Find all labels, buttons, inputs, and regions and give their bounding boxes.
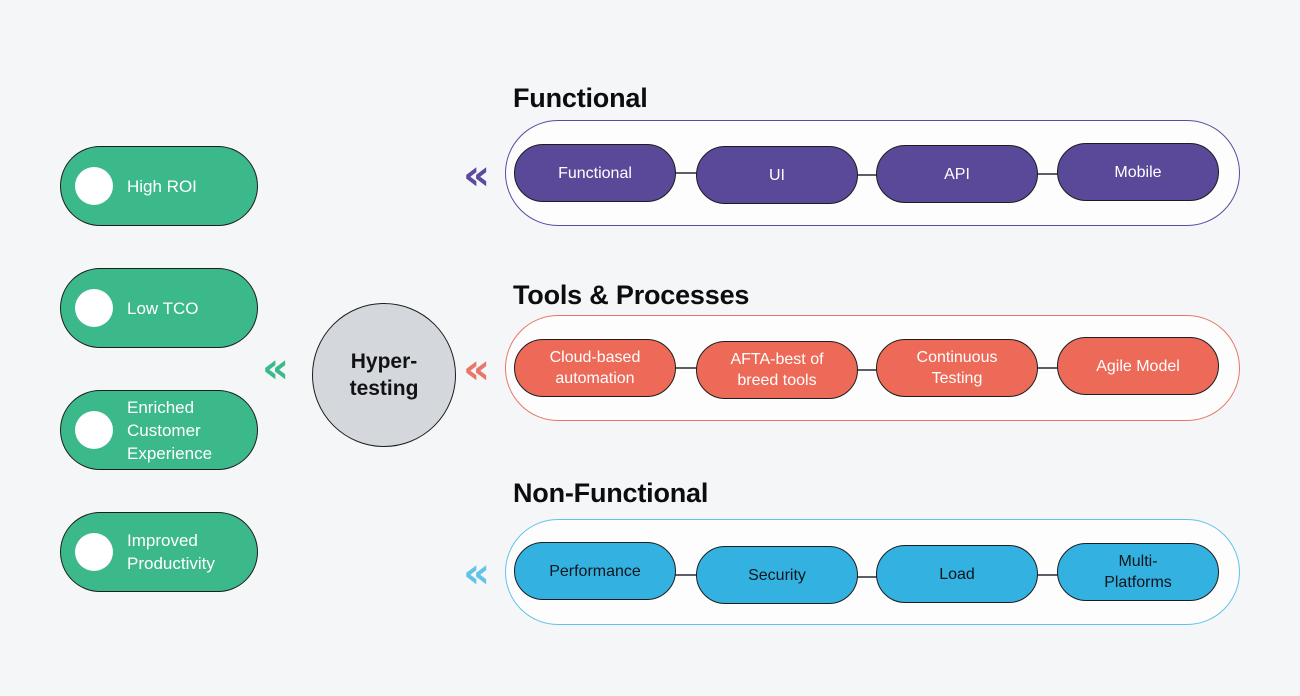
connector <box>672 172 710 174</box>
connector <box>1032 574 1070 576</box>
node-tools-0[interactable]: Cloud-based automation <box>514 339 676 397</box>
hub-label: Hyper- testing <box>349 350 419 400</box>
benefit-bullet-icon <box>75 411 113 449</box>
node-tools-2[interactable]: Continuous Testing <box>876 339 1038 397</box>
node-non-functional-0[interactable]: Performance <box>514 542 676 600</box>
node-non-functional-1[interactable]: Security <box>696 546 858 604</box>
connector <box>672 367 710 369</box>
node-functional-3[interactable]: Mobile <box>1057 143 1219 201</box>
chevron-group-tools-icon: « <box>463 344 491 393</box>
connector <box>1032 173 1070 175</box>
benefit-bullet-icon <box>75 533 113 571</box>
node-functional-2[interactable]: API <box>876 145 1038 203</box>
node-label: Load <box>939 565 975 583</box>
chevron-group-non-functional-icon: « <box>463 548 491 597</box>
connector <box>852 369 890 371</box>
node-functional-1[interactable]: UI <box>696 146 858 204</box>
benefit-pill-2[interactable]: Enriched Customer Experience <box>60 390 258 470</box>
node-label: Functional <box>558 164 632 182</box>
node-non-functional-2[interactable]: Load <box>876 545 1038 603</box>
benefit-label: Improved Productivity <box>127 531 215 573</box>
benefit-bullet-icon <box>75 167 113 205</box>
benefit-label: High ROI <box>127 176 197 196</box>
chevron-to-benefits-icon: « <box>262 343 290 392</box>
connector <box>672 574 710 576</box>
hub-circle[interactable]: Hyper- testing <box>312 303 456 447</box>
benefit-pill-3[interactable]: Improved Productivity <box>60 512 258 592</box>
group-title-non-functional: Non-Functional <box>513 478 709 508</box>
node-non-functional-3[interactable]: Multi- Platforms <box>1057 543 1219 601</box>
connector <box>852 174 890 176</box>
benefit-pill-1[interactable]: Low TCO <box>60 268 258 348</box>
node-tools-3[interactable]: Agile Model <box>1057 337 1219 395</box>
connector <box>852 576 890 578</box>
node-label: UI <box>769 166 785 184</box>
node-label: Performance <box>549 562 641 580</box>
group-title-functional: Functional <box>513 83 648 113</box>
node-label: Security <box>748 566 806 584</box>
node-label: Mobile <box>1114 163 1162 181</box>
connector <box>1032 367 1070 369</box>
node-label: Multi- Platforms <box>1104 553 1172 591</box>
group-title-tools: Tools & Processes <box>513 280 750 310</box>
node-label: AFTA-best of breed tools <box>730 351 824 389</box>
node-tools-1[interactable]: AFTA-best of breed tools <box>696 341 858 399</box>
chevron-group-functional-icon: « <box>463 150 491 199</box>
node-label: Agile Model <box>1096 357 1180 375</box>
benefit-bullet-icon <box>75 289 113 327</box>
node-label: API <box>944 165 970 183</box>
node-label: Continuous Testing <box>916 349 998 387</box>
node-functional-0[interactable]: Functional <box>514 144 676 202</box>
node-label: Cloud-based automation <box>549 349 641 387</box>
benefit-pill-0[interactable]: High ROI <box>60 146 258 226</box>
benefit-label: Enriched Customer Experience <box>127 397 213 463</box>
benefit-label: Low TCO <box>127 298 199 318</box>
